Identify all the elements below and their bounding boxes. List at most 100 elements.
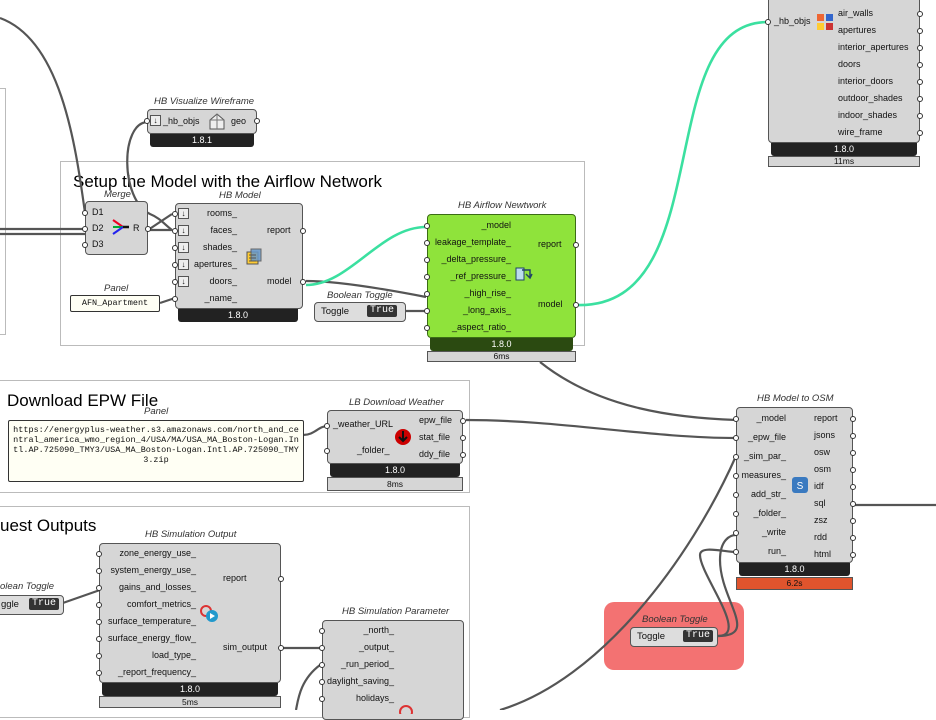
input-pin[interactable]: _name_: [204, 293, 237, 303]
output-pin[interactable]: report: [538, 239, 562, 249]
toggle-value[interactable]: True: [683, 630, 713, 642]
merge-component[interactable]: D1 D2 D3 R: [82, 201, 151, 255]
hb-model-to-osm-component[interactable]: _model _epw_file _sim_par_ measures_ add…: [733, 407, 856, 592]
output-pin[interactable]: epw_file: [419, 415, 453, 425]
input-pin[interactable]: _write: [761, 527, 786, 537]
input-pin[interactable]: _weather_URL: [333, 419, 394, 429]
output-pin[interactable]: jsons: [814, 430, 836, 440]
input-pin[interactable]: rooms_: [206, 208, 237, 218]
input-pin[interactable]: run_: [767, 546, 786, 556]
input-pin[interactable]: daylight_saving_: [326, 676, 394, 686]
hb-model-component[interactable]: ↓ ↓ ↓ ↓ ↓ rooms_ faces_ shades_ aperture…: [172, 203, 306, 323]
hb-simulation-parameter-component[interactable]: _north_ _output_ _run_period_ daylight_s…: [319, 620, 464, 720]
input-pin[interactable]: holidays_: [355, 693, 394, 703]
wire: [465, 418, 737, 440]
input-pin[interactable]: _long_axis_: [462, 305, 511, 315]
input-pin[interactable]: gains_and_losses_: [118, 582, 196, 592]
output-pin[interactable]: doors: [838, 59, 861, 69]
output-pin[interactable]: osm: [814, 464, 832, 474]
input-pin[interactable]: surface_energy_flow_: [107, 633, 196, 643]
input-pin[interactable]: _model: [481, 220, 511, 230]
input-pin[interactable]: _ref_pressure_: [450, 271, 511, 281]
output-pin[interactable]: R: [133, 223, 140, 233]
input-pin[interactable]: _north_: [363, 625, 394, 635]
output-pin[interactable]: osw: [814, 447, 831, 457]
output-pin[interactable]: rdd: [814, 532, 828, 542]
building-model-icon: [246, 248, 262, 265]
hb-simulation-output-component[interactable]: zone_energy_use_ system_energy_use_ gain…: [96, 543, 284, 713]
hb-visualize-wireframe[interactable]: ↓ _hb_objs geo 1.8.1: [144, 109, 260, 147]
input-pin[interactable]: zone_energy_use_: [119, 548, 196, 558]
output-pin[interactable]: sql: [814, 498, 826, 508]
openstudio-icon: S: [792, 477, 808, 493]
input-pin[interactable]: surface_temperature_: [107, 616, 196, 626]
input-pin[interactable]: system_energy_use_: [110, 565, 196, 575]
input-pin[interactable]: D2: [92, 223, 104, 233]
input-pin[interactable]: _hb_objs: [774, 16, 811, 26]
component-title: HB Airflow Newtwork: [458, 200, 547, 211]
boolean-toggle-outputs[interactable]: ggle True: [0, 595, 64, 615]
input-pin[interactable]: _aspect_ratio_: [451, 322, 511, 332]
output-pin[interactable]: stat_file: [419, 432, 451, 442]
output-pin[interactable]: sim_output: [223, 642, 268, 652]
input-pin[interactable]: _folder_: [357, 445, 390, 455]
hb-airflow-network-component[interactable]: _model leakage_template_ _delta_pressure…: [424, 214, 579, 366]
toggle-value[interactable]: True: [29, 598, 59, 610]
output-pin[interactable]: indoor_shades: [838, 110, 898, 120]
boolean-toggle-run[interactable]: Toggle True: [630, 627, 718, 647]
output-pin[interactable]: zsz: [814, 515, 828, 525]
input-pin[interactable]: measures_: [741, 470, 786, 480]
input-pin[interactable]: shades_: [202, 242, 237, 252]
panel-afn-apartment[interactable]: AFN_Apartment: [70, 295, 160, 312]
output-pin[interactable]: outdoor_shades: [838, 93, 903, 103]
output-pin[interactable]: apertures: [838, 25, 877, 35]
input-pin[interactable]: _epw_file: [747, 432, 786, 442]
input-pin[interactable]: faces_: [210, 225, 237, 235]
output-pin[interactable]: geo: [231, 116, 247, 126]
output-pin[interactable]: ddy_file: [419, 449, 451, 459]
panel-epw-url[interactable]: https://energyplus-weather.s3.amazonaws.…: [8, 420, 304, 482]
hb-deconstruct-component[interactable]: _hb_objs air_walls apertures interior_ap…: [765, 0, 923, 170]
input-pin[interactable]: comfort_metrics_: [126, 599, 196, 609]
simulation-output-icon: [200, 605, 218, 622]
component-title: HB Simulation Parameter: [342, 606, 450, 617]
input-pin[interactable]: _high_rise_: [464, 288, 511, 298]
wireframe-house-icon: [209, 113, 225, 130]
output-pin[interactable]: wire_frame: [838, 127, 883, 137]
boolean-toggle-afn[interactable]: Toggle True: [314, 302, 406, 322]
input-pin[interactable]: D3: [92, 239, 104, 249]
input-pin[interactable]: apertures_: [193, 259, 237, 269]
group-title-airflow: Setup the Model with the Airflow Network: [73, 172, 382, 191]
output-pin[interactable]: interior_apertures: [838, 42, 909, 52]
group-left-partial: [0, 88, 6, 335]
input-pin[interactable]: _run_period_: [340, 659, 394, 669]
input-pin[interactable]: _model: [756, 413, 786, 423]
input-pin[interactable]: _hb_objs: [163, 116, 200, 126]
output-pin[interactable]: report: [267, 225, 291, 235]
output-pin[interactable]: air_walls: [838, 8, 874, 18]
input-pin[interactable]: load_type_: [151, 650, 196, 660]
wire: [147, 213, 173, 231]
input-pin[interactable]: _sim_par_: [743, 451, 786, 461]
lb-download-weather-component[interactable]: _weather_URL _folder_ epw_file stat_file…: [324, 410, 466, 493]
input-arrow-icon: ↓: [178, 208, 189, 219]
output-pin[interactable]: interior_doors: [838, 76, 894, 86]
input-pin[interactable]: doors_: [209, 276, 237, 286]
output-pin[interactable]: html: [814, 549, 832, 559]
input-pin[interactable]: leakage_template_: [434, 237, 511, 247]
component-title: HB Model to OSM: [757, 393, 834, 404]
output-pin[interactable]: idf: [814, 481, 824, 491]
toggle-value[interactable]: True: [367, 305, 397, 317]
input-pin[interactable]: _delta_pressure_: [441, 254, 511, 264]
output-pin[interactable]: report: [814, 413, 838, 423]
input-pin[interactable]: _folder_: [753, 508, 786, 518]
group-title-outputs: uest Outputs: [0, 516, 97, 535]
input-pin[interactable]: add_str_: [750, 489, 786, 499]
output-pin[interactable]: model: [267, 276, 292, 286]
input-pin[interactable]: D1: [92, 207, 104, 217]
input-pin[interactable]: _output_: [358, 642, 394, 652]
output-pin[interactable]: model: [538, 299, 563, 309]
input-pin[interactable]: _report_frequency_: [117, 667, 196, 677]
output-pin[interactable]: report: [223, 573, 247, 583]
runtime-bar: 11ms: [768, 156, 920, 167]
